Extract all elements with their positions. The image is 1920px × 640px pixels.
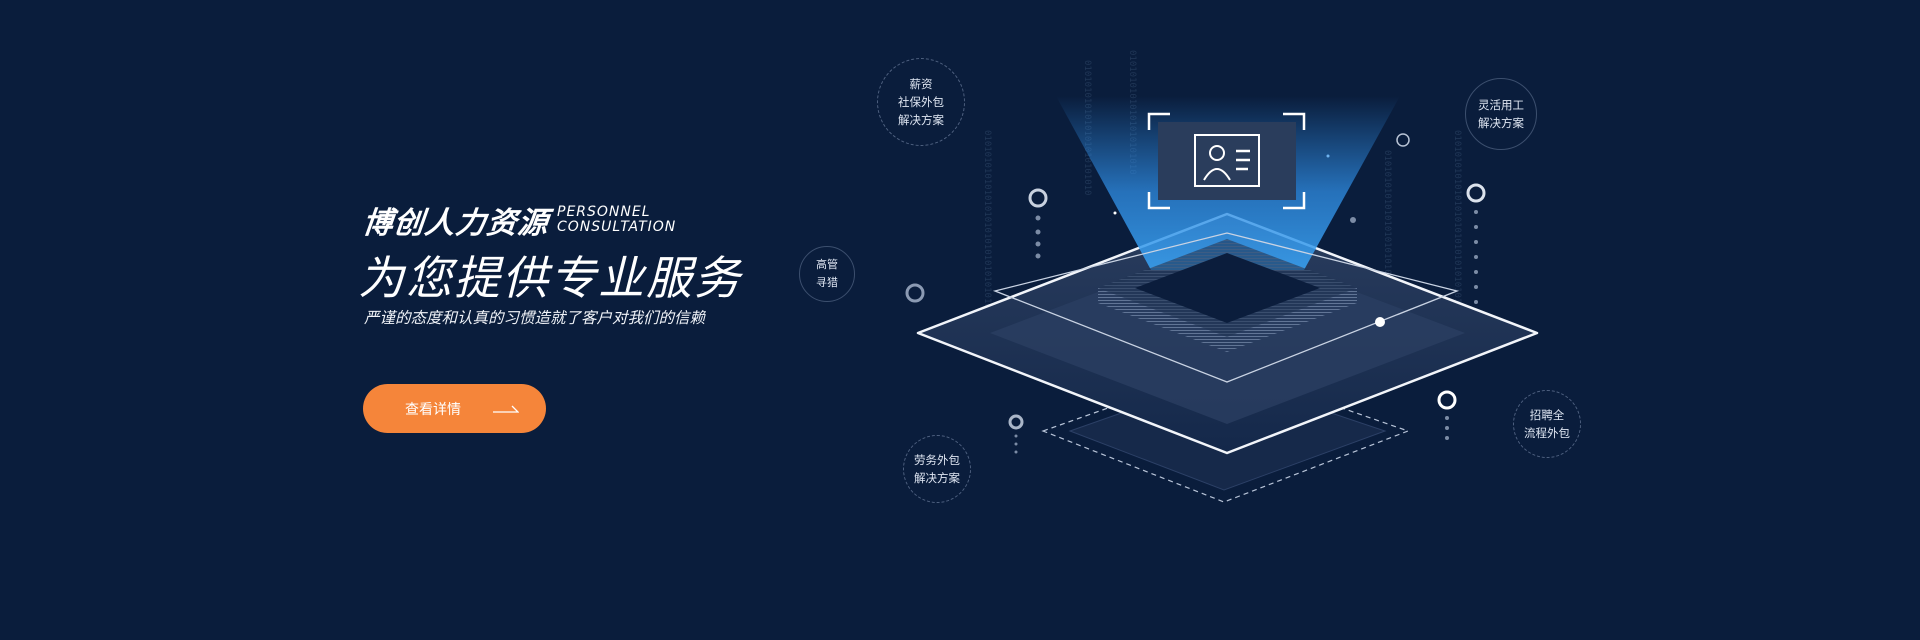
brand-name-en: PERSONNEL CONSULTATION: [557, 205, 676, 235]
hero-subtitle: 严谨的态度和认真的习惯造就了客户对我们的信赖: [364, 309, 706, 327]
service-line: 社保外包: [898, 95, 944, 109]
inner-box: [1098, 239, 1357, 352]
service-line: 寻猎: [816, 276, 838, 289]
arrow-right-icon: [493, 405, 519, 413]
svg-text:010101010101010101010101010101: 010101010101010101010101010101010: [1452, 130, 1462, 309]
brand-title: 博创人力资源 PERSONNEL CONSULTATION: [360, 198, 676, 242]
brand-en-line2: CONSULTATION: [557, 219, 677, 235]
brand-en-line1: PERSONNEL: [557, 204, 651, 220]
svg-text:010101010101010101010101010101: 0101010101010101010101010101010101: [982, 130, 992, 314]
id-card-icon: [1147, 112, 1306, 210]
service-line: 解决方案: [898, 113, 944, 127]
service-headhunt-bubble: 高管 寻猎: [799, 246, 855, 302]
service-line: 解决方案: [1478, 116, 1524, 130]
service-recruit-bubble: 招聘全 流程外包: [1513, 390, 1581, 458]
service-line: 解决方案: [914, 471, 960, 485]
service-line: 灵活用工: [1478, 98, 1524, 112]
service-payroll-bubble: 薪资 社保外包 解决方案: [877, 58, 965, 146]
service-line: 招聘全: [1529, 408, 1565, 422]
service-flexible-bubble: 灵活用工 解决方案: [1465, 78, 1537, 150]
service-line: 高管: [816, 258, 838, 271]
upper-plate-outline: [992, 232, 1460, 383]
decorative-rings: [905, 133, 1486, 430]
view-details-label: 查看详情: [405, 401, 461, 418]
hero-headline: 为您提供专业服务: [358, 251, 742, 305]
view-details-button[interactable]: 查看详情: [363, 384, 546, 433]
decorative-dots: [1014, 154, 1478, 454]
service-line: 薪资: [909, 77, 933, 91]
service-labor-bubble: 劳务外包 解决方案: [903, 435, 971, 503]
brand-name-cn: 博创人力资源: [360, 206, 551, 241]
svg-text:010101010101010101010101010101: 0101010101010101010101010101010: [1382, 150, 1392, 318]
service-line: 劳务外包: [914, 453, 960, 467]
service-line: 流程外包: [1524, 426, 1570, 440]
